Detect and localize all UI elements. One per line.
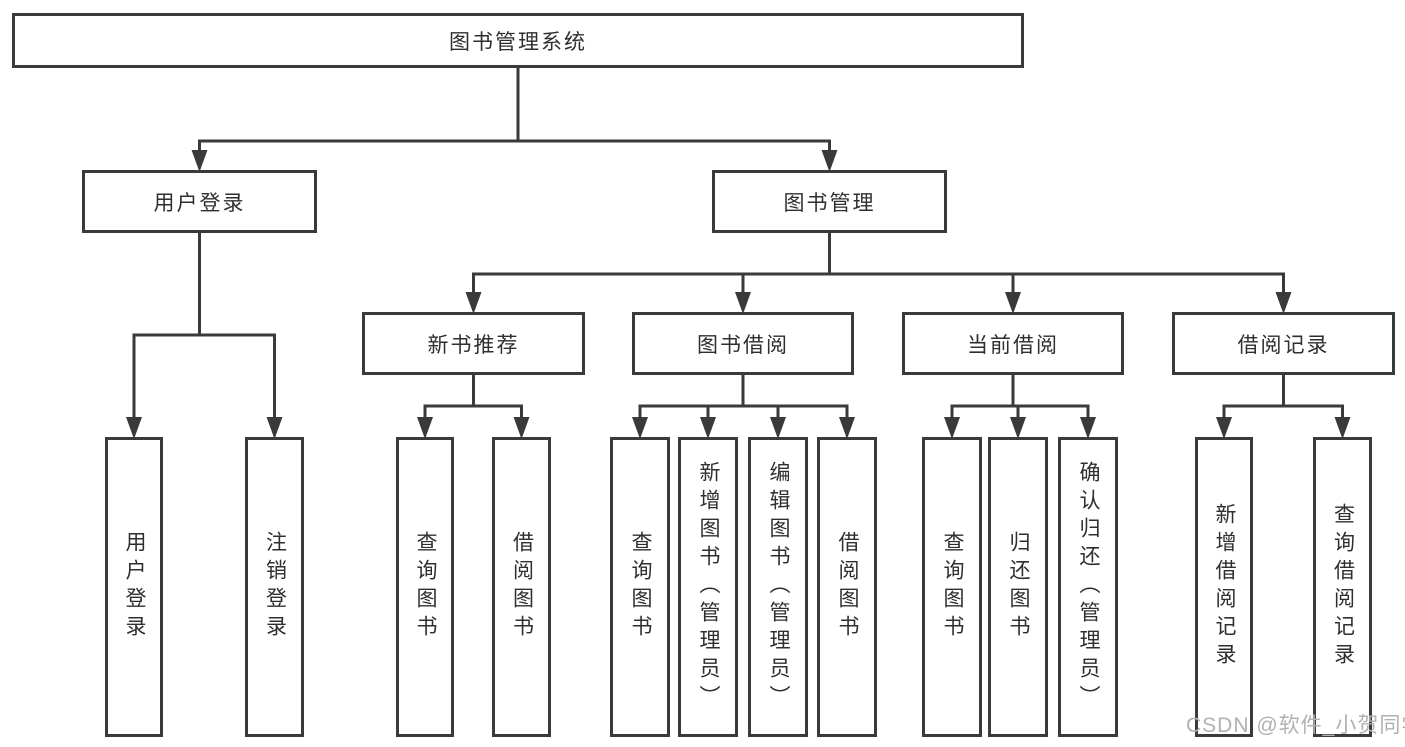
node-book-management: 图书管理 [712,170,947,233]
node-label-user-login: 用户登录 [123,531,147,643]
node-current-borrowing: 当前借阅 [902,312,1124,375]
node-label-borrow-books-recommend: 借阅图书 [510,531,534,643]
node-label-query-books-borrow: 查询图书 [629,531,653,643]
node-add-borrow-record: 新增借阅记录 [1195,437,1253,737]
node-label-borrowing-records: 借阅记录 [1237,333,1330,357]
node-query-borrow-record: 查询借阅记录 [1313,437,1372,737]
arrowhead [1080,417,1096,439]
node-label-book-management: 图书管理 [783,191,876,215]
node-label-user-login-module: 用户登录 [153,191,246,215]
arrowhead [770,417,786,439]
node-add-books-admin: 新增图书（管理员） [678,437,738,737]
node-return-books: 归还图书 [988,437,1048,737]
arrowhead [735,292,751,314]
node-label-return-books: 归还图书 [1007,531,1031,643]
node-borrowing-records: 借阅记录 [1172,312,1395,375]
node-confirm-return-admin: 确认归还（管理员） [1058,437,1118,737]
node-label-query-books-recommend: 查询图书 [414,531,438,643]
node-borrow-books: 借阅图书 [817,437,877,737]
node-user-login-module: 用户登录 [82,170,317,233]
arrowhead [126,417,142,439]
node-edit-books-admin: 编辑图书（管理员） [748,437,808,737]
node-library-system: 图书管理系统 [12,13,1024,68]
node-label-library-system: 图书管理系统 [449,30,587,54]
node-borrow-books-recommend: 借阅图书 [492,437,551,737]
node-query-books-recommend: 查询图书 [396,437,454,737]
node-book-borrowing: 图书借阅 [632,312,854,375]
node-label-edit-books-admin: 编辑图书（管理员） [767,461,791,713]
node-label-add-books-admin: 新增图书（管理员） [697,461,721,713]
node-label-new-book-recommend: 新书推荐 [427,333,520,357]
arrowhead [417,417,433,439]
arrowhead [1010,417,1026,439]
node-label-current-borrowing: 当前借阅 [967,333,1059,357]
arrowhead [1275,292,1292,314]
node-label-confirm-return-admin: 确认归还（管理员） [1077,461,1101,713]
arrowhead [191,150,208,172]
node-user-login: 用户登录 [105,437,163,737]
node-label-logout: 注销登录 [263,531,287,643]
arrowhead [632,417,648,439]
arrowhead [513,417,530,439]
node-label-add-borrow-record: 新增借阅记录 [1213,503,1237,671]
node-new-book-recommend: 新书推荐 [362,312,585,375]
node-query-books-borrow: 查询图书 [610,437,670,737]
arrowhead [700,417,716,439]
node-logout: 注销登录 [245,437,304,737]
node-label-query-borrow-record: 查询借阅记录 [1331,503,1355,671]
arrowhead [1005,292,1021,314]
arrowhead [821,150,838,172]
arrowhead [1334,417,1351,439]
node-query-books-current: 查询图书 [922,437,982,737]
arrowhead [1216,417,1232,439]
node-label-borrow-books: 借阅图书 [836,531,860,643]
node-label-book-borrowing: 图书借阅 [697,333,789,357]
arrowhead [944,417,960,439]
arrowhead [465,292,482,314]
arrowhead [266,417,283,439]
node-label-query-books-current: 查询图书 [941,531,965,643]
arrowhead [839,417,855,439]
